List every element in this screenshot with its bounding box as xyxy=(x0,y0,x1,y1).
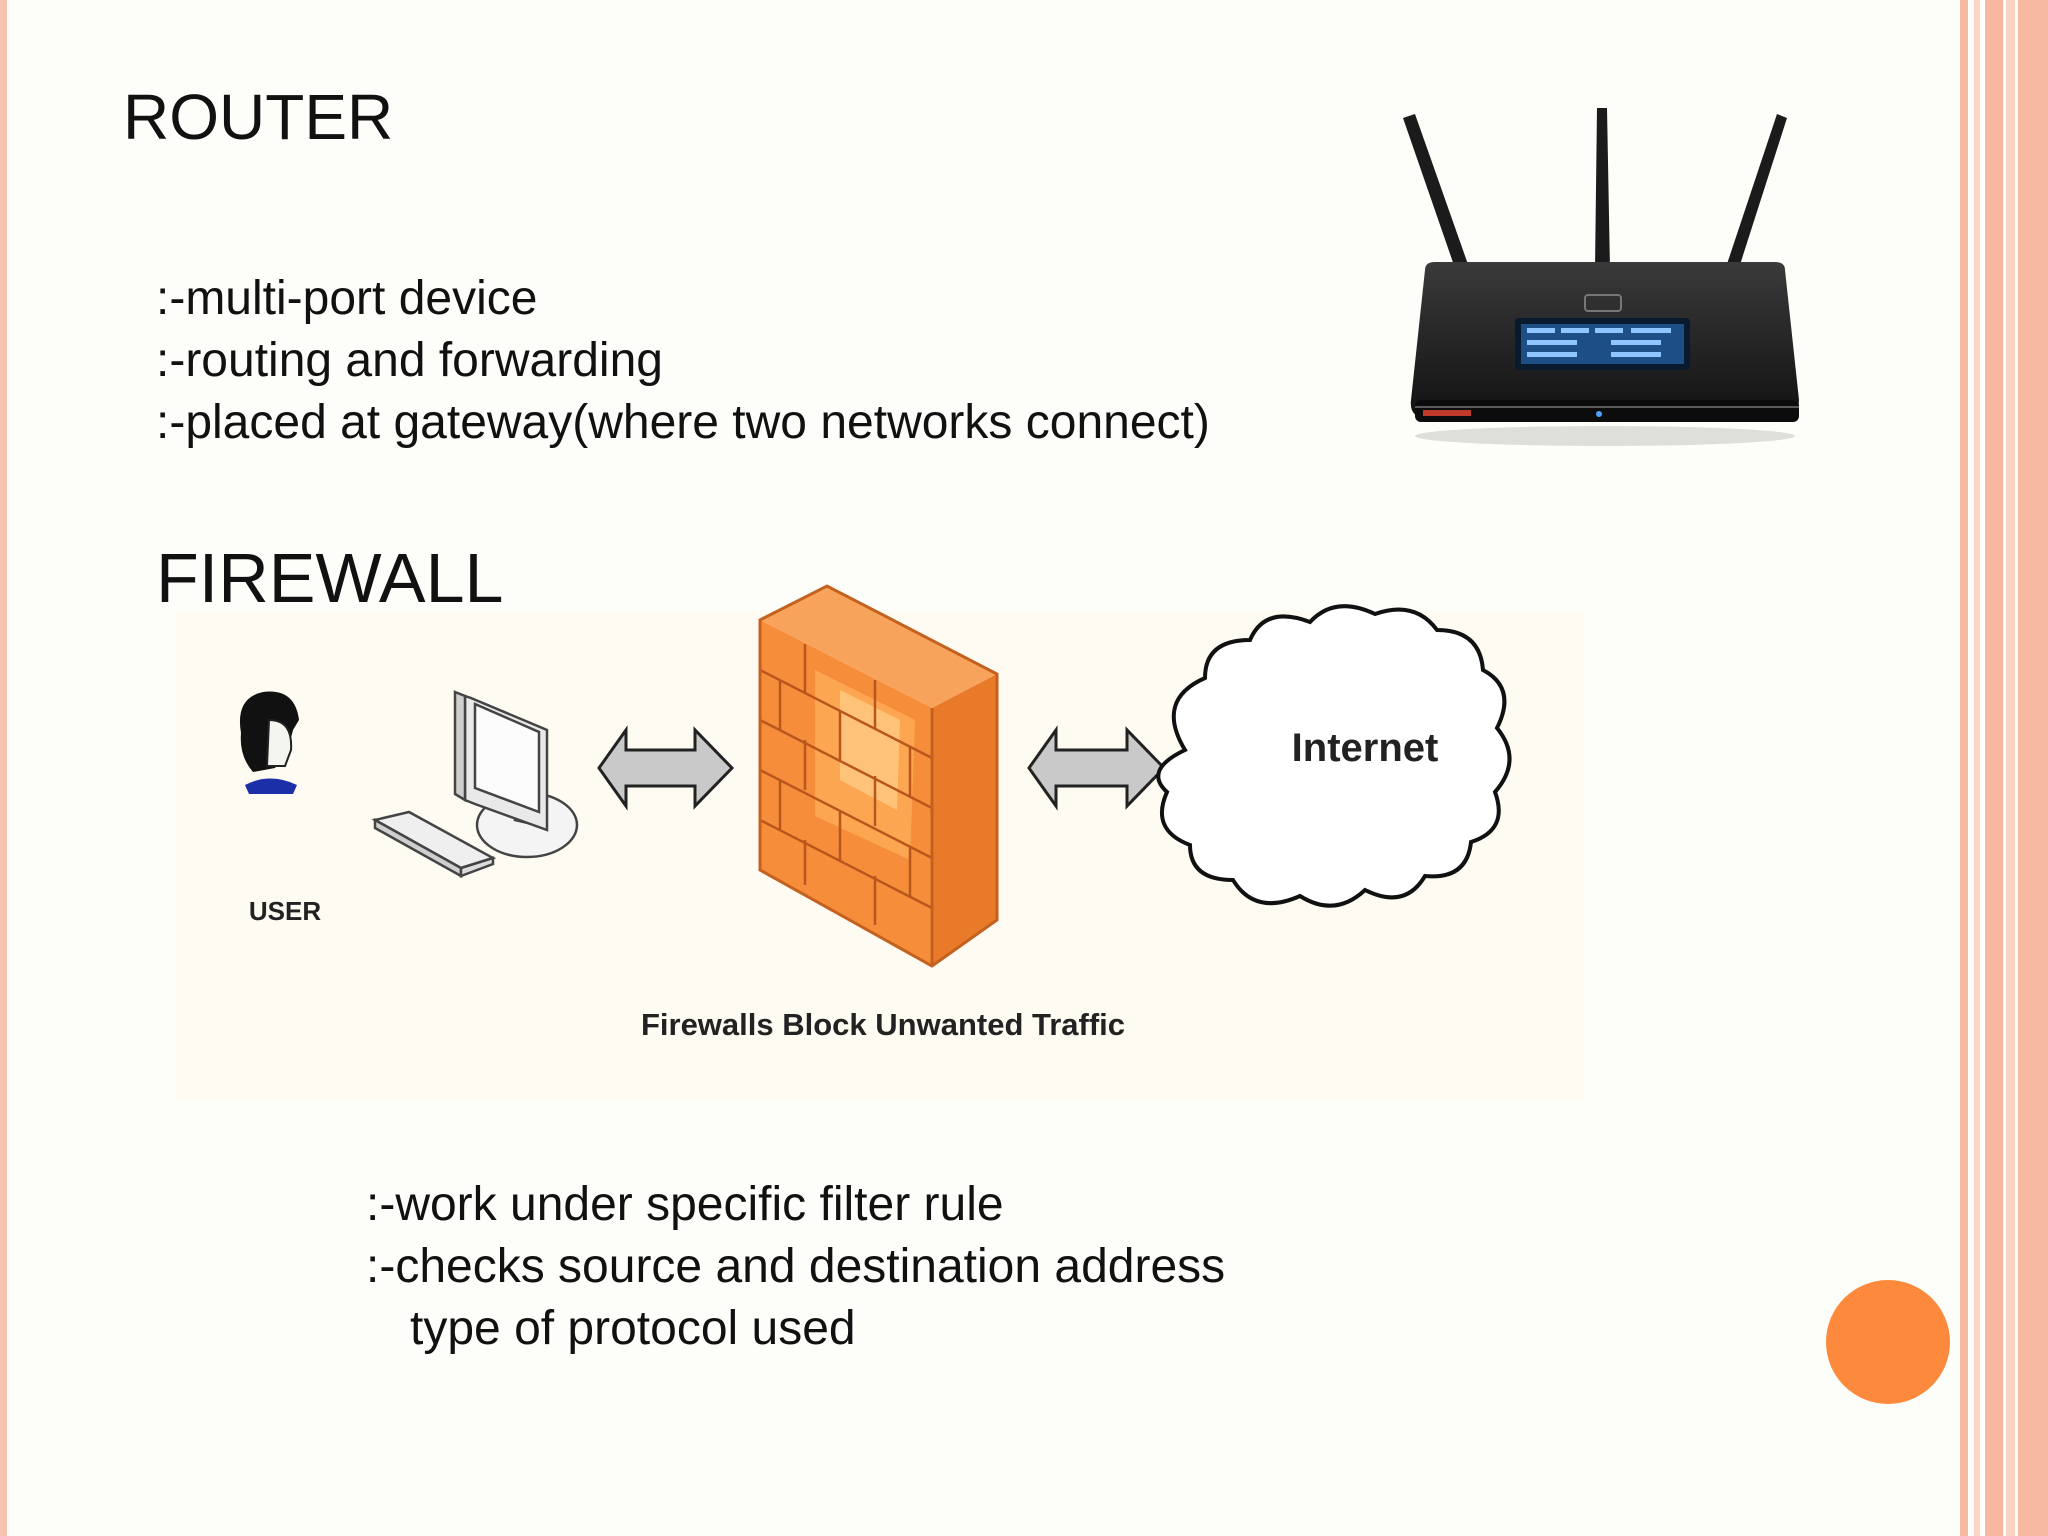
diagram-caption: Firewalls Block Unwanted Traffic xyxy=(641,1007,1125,1042)
user-label: USER xyxy=(249,896,321,926)
right-stripe-3 xyxy=(1985,0,2003,1536)
router-bullet: :-placed at gateway(where two networks c… xyxy=(156,396,1210,449)
firewall-title: FIREWALL xyxy=(156,539,504,617)
right-stripe-2 xyxy=(1974,0,1980,1536)
firewall-bullet: :-work under specific filter rule xyxy=(366,1178,1004,1231)
internet-label: Internet xyxy=(1292,726,1439,770)
firewall-bullet: :-checks source and destination address xyxy=(366,1240,1226,1293)
accent-dot xyxy=(1826,1280,1950,1404)
user-icon xyxy=(239,691,299,794)
internet-cloud-icon xyxy=(1156,604,1512,908)
router-bullet: :-multi-port device xyxy=(156,272,538,325)
router-title: ROUTER xyxy=(123,81,394,153)
right-stripe-4 xyxy=(2006,0,2015,1536)
firewall-bullet: type of protocol used xyxy=(410,1302,856,1355)
router-bullet: :-routing and forwarding xyxy=(156,334,663,387)
computer-icon xyxy=(371,690,579,879)
firewall-wall-icon xyxy=(758,584,999,968)
right-stripe-1 xyxy=(1960,0,1968,1536)
firewall-bullet-list: :-work under specific filter rule :-chec… xyxy=(366,1174,1225,1360)
firewall-diagram: USER xyxy=(175,584,1585,1100)
left-border-stripe xyxy=(0,0,7,1536)
router-bullet-list: :-multi-port device :-routing and forwar… xyxy=(156,268,1210,454)
router-image xyxy=(1403,108,1799,446)
right-stripe-5 xyxy=(2018,0,2048,1536)
double-arrow-icon xyxy=(597,725,735,811)
